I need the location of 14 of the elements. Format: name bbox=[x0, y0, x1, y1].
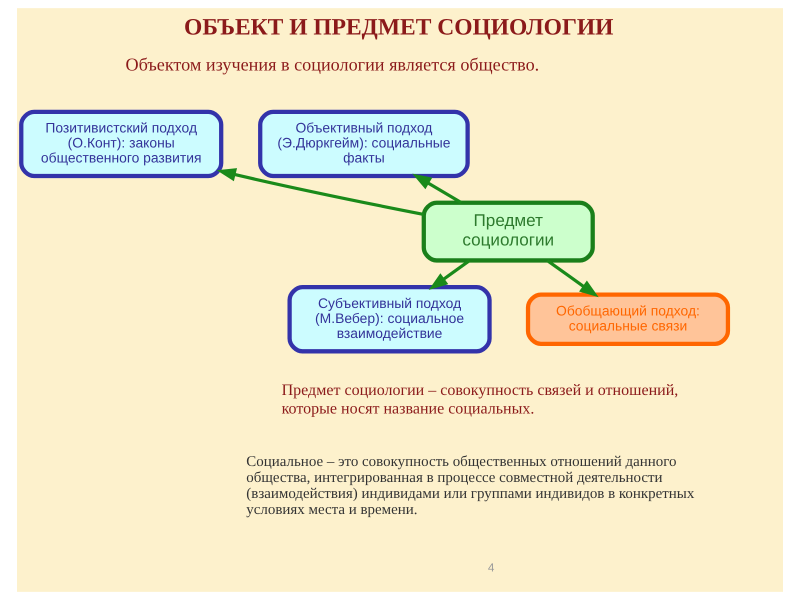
arrow bbox=[546, 259, 599, 298]
node-box: Предмет социологии bbox=[422, 200, 595, 263]
arrow bbox=[428, 259, 470, 290]
label: Объектом изучения в социологии является общество. bbox=[126, 54, 540, 74]
arrow bbox=[216, 168, 424, 216]
label: 4 bbox=[488, 561, 494, 574]
label: Социальное – это совокупность общественных отношений данного общества, интегрированная в процессе совместной деятельности (взаимодействия) индивидами или группами индивидов в конкретных условиях места и времени. bbox=[246, 454, 694, 518]
diagram-title: ОБЪЕКТ И ПРЕДМЕТ СОЦИОЛОГИИ bbox=[184, 14, 614, 40]
node-box: Обобщающий подход: социальные связи bbox=[526, 292, 730, 346]
node-box: Субъективный подход (М.Вебер): социальное взаимодействие bbox=[287, 285, 492, 354]
node-box: Объективный подход (Э.Дюркгейм): социальные факты bbox=[258, 110, 470, 178]
arrow bbox=[412, 174, 462, 204]
node-box: Позитивистский подход (О.Конт): законы общественного развития bbox=[19, 110, 224, 178]
label: Предмет социологии – совокупность связей и отношений, которые носят название социальных. bbox=[282, 382, 678, 418]
